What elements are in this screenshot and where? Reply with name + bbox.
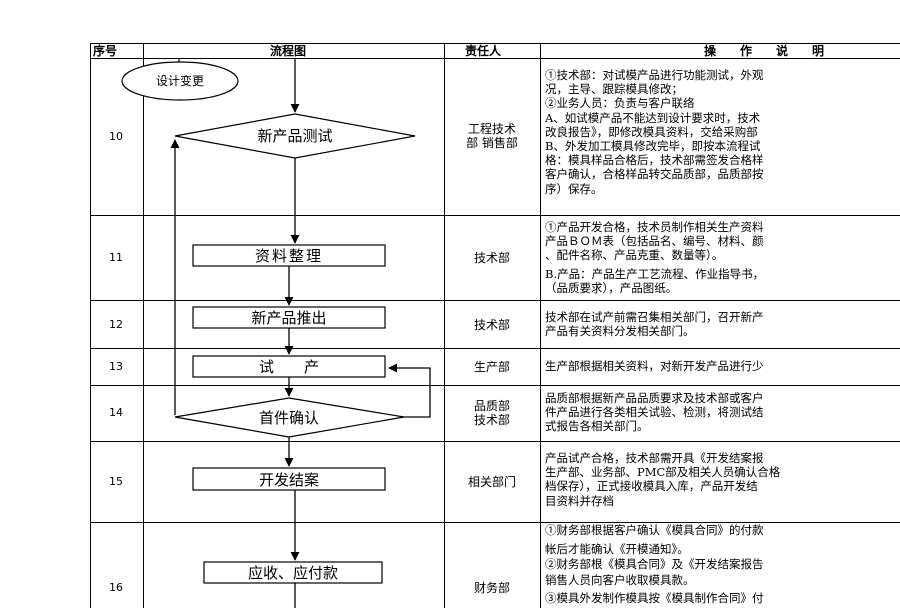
description-cell: 技术部在试产前需召集相关部门，召开新产 产品有关资料分发相关部门。 [545,310,900,338]
description-line: 产品ＢＯＭ表（包括品名、编号、材料、颜 [545,234,764,249]
description-cell: ①产品开发合格，技术员制作相关生产资料 产品ＢＯＭ表（包括品名、编号、材料、颜 … [545,220,900,295]
header-seq: 序号 [93,44,118,58]
design-change-node [121,61,239,101]
responsible-cell: 财务部 [473,581,510,595]
description-line: 生产部根据相关资料，对新开发产品进行少 [545,359,764,373]
responsible-cell: 生产部 [473,360,510,374]
seq-cell: 12 [109,318,123,331]
responsible-cell: 技术部 [473,251,510,265]
feedback-arrow [388,363,431,418]
description-line: 生产部、业务部、PMC部及相关人员确认合格 [545,465,781,480]
header-bottom-border [90,58,900,59]
description-cell: 产品试产合格，技术部需开具《开发结案报 生产部、业务部、PMC部及相关人员确认合… [545,451,900,508]
description-line: 目资料并存档 [545,493,614,508]
description-cell: ①财务部根据客户确认《模具合同》的付款 帐后才能确认《开模通知》。 ②财务部根《… [545,523,900,607]
responsible-cell: 相关部门 [467,475,516,489]
seq-cell: 11 [109,251,123,264]
description-cell: ①技术部：对试模产品进行功能测试，外观 况，主导、跟踪模具修改； ②业务人员：负… [545,68,900,196]
row-border [90,300,900,301]
header-responsible: 责任人 [465,44,502,58]
seq-cell: 15 [109,475,123,488]
description-line: ①财务部根据客户确认《模具合同》的付款 [545,523,764,537]
responsible-line: 品质部 [473,399,510,413]
description-line: B.产品：产品生产工艺流程、作业指导书， [545,266,765,281]
description-line: 、配件名称、产品克重、数量等）。 [545,248,724,263]
description-line: 格：模具样品合格后，技术部需签发合格样 [545,153,764,168]
row-border [90,385,900,386]
seq-cell: 13 [109,360,123,373]
description-line: 产品试产合格，技术部需开具《开发结案报 [545,451,764,465]
description-line: 式报告各相关部门。 [545,419,649,434]
description-line: 客户确认，合格样品转交品质部，品质部按 [545,167,764,182]
description-line: 品质部根据新产品品质要求及技术部或客户 [545,391,764,405]
description-line: ②财务部根《模具合同》及《开发结案报告 [545,557,764,571]
description-line: ②业务人员：负责与客户联络 [545,96,695,111]
description-line: 件产品进行各类相关试验、检测，将测试结 [545,405,764,420]
trial-production-label: 试 产 [259,358,319,376]
responsible-line: 技术部 [473,413,510,427]
row-border [90,215,900,216]
description-line: （品质要求），产品图纸。 [545,280,678,295]
col-border [444,43,445,608]
col-border [90,43,91,608]
new-product-test-label: 新产品测试 [257,127,332,145]
row-border [90,348,900,349]
first-piece-confirm-label: 首件确认 [259,409,319,427]
dev-closure-node [192,467,386,491]
header-description: 操 作 说 明 [704,44,825,58]
description-line: 产品有关资料分发相关部门。 [545,324,695,339]
description-cell: 生产部根据相关资料，对新开发产品进行少 [545,359,900,373]
description-line: 销售人员向客户收取模具款。 [545,572,695,587]
description-cell: 品质部根据新产品品质要求及技术部或客户 件产品进行各类相关试验、检测，将测试结 … [545,391,900,434]
seq-cell: 14 [109,406,123,419]
design-change-label: 设计变更 [156,73,204,88]
col-border [143,43,144,608]
receivable-payable-node [203,561,383,584]
description-line: A、如试模产品不能达到设计要求时，技术 [545,110,761,125]
responsible-cell: 工程技术 部 销售部 [444,122,540,150]
col-border [540,43,541,608]
responsible-cell: 技术部 [473,318,510,332]
description-line: 况，主导、跟踪模具修改； [545,82,683,97]
description-line: ③模具外发制作模具按《模具制作合同》付 [545,591,764,605]
responsible-line: 部 销售部 [466,136,518,150]
dev-closure-label: 开发结案 [259,471,319,489]
table-top-border [90,43,900,44]
seq-cell: 10 [109,130,123,143]
row-border [90,522,900,523]
new-product-launch-label: 新产品推出 [251,309,326,327]
description-line: 改良报告》，即修改模具资料，交给采购部 [545,124,758,139]
description-line: ①技术部：对试模产品进行功能测试，外观 [545,68,764,82]
new-product-test-node [174,113,416,159]
header-flow: 流程图 [270,44,307,58]
data-organize-label: 资料整理 [255,247,323,265]
responsible-line: 工程技术 [467,122,516,136]
description-line: B、外发加工模具修改完毕，即按本流程试 [545,139,761,154]
seq-cell: 16 [109,581,123,594]
description-line: 档保存），正式接收模具入库，产品开发结 [545,479,758,494]
description-line: 序）保存。 [545,181,603,196]
description-line: 帐后才能确认《开模通知》。 [545,541,689,556]
description-line: 技术部在试产前需召集相关部门，召开新产 [545,310,764,324]
responsible-cell: 品质部 技术部 [444,399,540,427]
description-line: ①产品开发合格，技术员制作相关生产资料 [545,220,764,234]
receivable-payable-label: 应收、应付款 [248,564,338,582]
row-border [90,441,900,442]
